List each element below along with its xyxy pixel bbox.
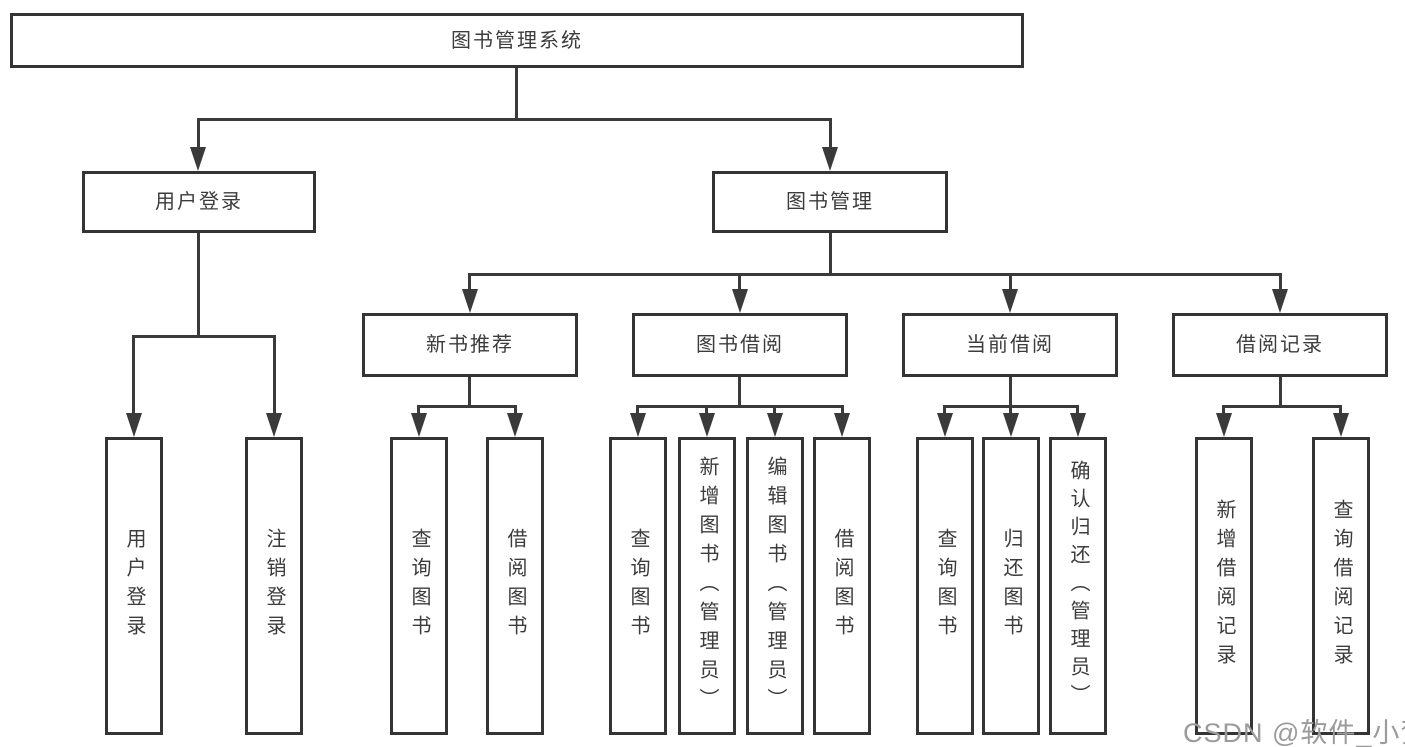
arrow-down-icon	[411, 413, 427, 437]
node-book-management: 图书管理	[712, 171, 948, 233]
arrow-down-icon	[1216, 413, 1232, 437]
arrow-down-icon	[1003, 413, 1019, 437]
leaf-borrow-book: 借阅图书	[813, 437, 871, 735]
connector	[197, 233, 200, 337]
leaf-query-borrow-record-label: 查询借阅记录	[1330, 499, 1352, 673]
connector	[515, 68, 518, 120]
node-new-book-recommend-label: 新书推荐	[426, 334, 514, 356]
leaf-logout: 注销登录	[245, 437, 303, 735]
leaf-add-borrow-record-label: 新增借阅记录	[1213, 499, 1235, 673]
node-book-borrow: 图书借阅	[632, 313, 848, 377]
leaf-recommend-query-book: 查询图书	[390, 437, 448, 735]
leaf-add-book-admin-label: 新增图书（管理员）	[696, 455, 718, 717]
connector	[417, 405, 420, 417]
leaf-logout-label: 注销登录	[263, 528, 285, 644]
node-user-login-group-label: 用户登录	[155, 191, 243, 213]
connector	[1076, 405, 1079, 417]
arrow-down-icon	[1070, 413, 1086, 437]
connector	[1009, 273, 1012, 291]
node-book-borrow-label: 图书借阅	[696, 334, 784, 356]
arrow-down-icon	[190, 147, 206, 171]
connector	[943, 405, 946, 417]
node-current-borrow-label: 当前借阅	[966, 334, 1054, 356]
leaf-return-book: 归还图书	[982, 437, 1040, 735]
arrow-down-icon	[630, 413, 646, 437]
leaf-current-query-book: 查询图书	[916, 437, 974, 735]
node-root-label: 图书管理系统	[451, 29, 583, 52]
leaf-recommend-query-book-label: 查询图书	[408, 528, 430, 644]
node-user-login-group: 用户登录	[82, 171, 316, 233]
connector	[636, 405, 844, 408]
arrow-down-icon	[462, 289, 478, 313]
leaf-borrow-query-book-label: 查询图书	[627, 528, 649, 644]
connector	[468, 273, 1282, 276]
connector	[1339, 405, 1342, 417]
leaf-add-book-admin: 新增图书（管理员）	[678, 437, 736, 735]
leaf-confirm-return-admin-label: 确认归还（管理员）	[1067, 460, 1089, 712]
leaf-borrow-book-label: 借阅图书	[831, 528, 853, 644]
leaf-edit-book-admin-label: 编辑图书（管理员）	[764, 455, 786, 717]
connector	[738, 377, 741, 407]
connector	[132, 335, 276, 338]
arrow-down-icon	[767, 413, 783, 437]
connector	[514, 405, 517, 417]
connector	[132, 335, 135, 415]
connector	[773, 405, 776, 417]
connector	[829, 233, 832, 276]
leaf-recommend-borrow-book: 借阅图书	[486, 437, 544, 735]
node-new-book-recommend: 新书推荐	[362, 313, 578, 377]
leaf-user-login-label: 用户登录	[123, 528, 145, 644]
arrow-down-icon	[1333, 413, 1349, 437]
node-borrow-records-label: 借阅记录	[1236, 334, 1324, 356]
leaf-edit-book-admin: 编辑图书（管理员）	[746, 437, 804, 735]
arrow-down-icon	[126, 413, 142, 437]
csdn-watermark: CSDN @软件_小贺同学	[1183, 718, 1405, 747]
arrow-down-icon	[937, 413, 953, 437]
arrow-down-icon	[834, 413, 850, 437]
connector	[468, 273, 471, 291]
connector	[468, 377, 471, 407]
connector	[197, 118, 200, 150]
connector	[841, 405, 844, 417]
leaf-current-query-book-label: 查询图书	[934, 528, 956, 644]
arrow-down-icon	[1272, 289, 1288, 313]
arrow-down-icon	[822, 147, 838, 171]
connector	[1279, 377, 1282, 407]
connector	[1009, 377, 1012, 407]
connector	[417, 405, 517, 408]
arrow-down-icon	[1002, 289, 1018, 313]
node-root: 图书管理系统	[10, 13, 1024, 68]
leaf-confirm-return-admin: 确认归还（管理员）	[1049, 437, 1107, 735]
leaf-return-book-label: 归还图书	[1000, 528, 1022, 644]
leaf-user-login: 用户登录	[105, 437, 163, 735]
leaf-recommend-borrow-book-label: 借阅图书	[504, 528, 526, 644]
arrow-down-icon	[266, 413, 282, 437]
connector	[705, 405, 708, 417]
connector	[738, 273, 741, 291]
connector	[197, 118, 832, 121]
leaf-query-borrow-record: 查询借阅记录	[1312, 437, 1370, 735]
leaf-borrow-query-book: 查询图书	[609, 437, 667, 735]
arrow-down-icon	[699, 413, 715, 437]
node-borrow-records: 借阅记录	[1172, 313, 1388, 377]
connector	[1279, 273, 1282, 291]
connector	[273, 335, 276, 415]
connector	[1222, 405, 1342, 408]
node-current-borrow: 当前借阅	[902, 313, 1118, 377]
arrow-down-icon	[507, 413, 523, 437]
connector	[1009, 405, 1012, 417]
arrow-down-icon	[732, 289, 748, 313]
connector	[829, 118, 832, 150]
node-book-management-label: 图书管理	[786, 191, 874, 213]
leaf-add-borrow-record: 新增借阅记录	[1195, 437, 1253, 735]
connector	[1222, 405, 1225, 417]
connector	[636, 405, 639, 417]
